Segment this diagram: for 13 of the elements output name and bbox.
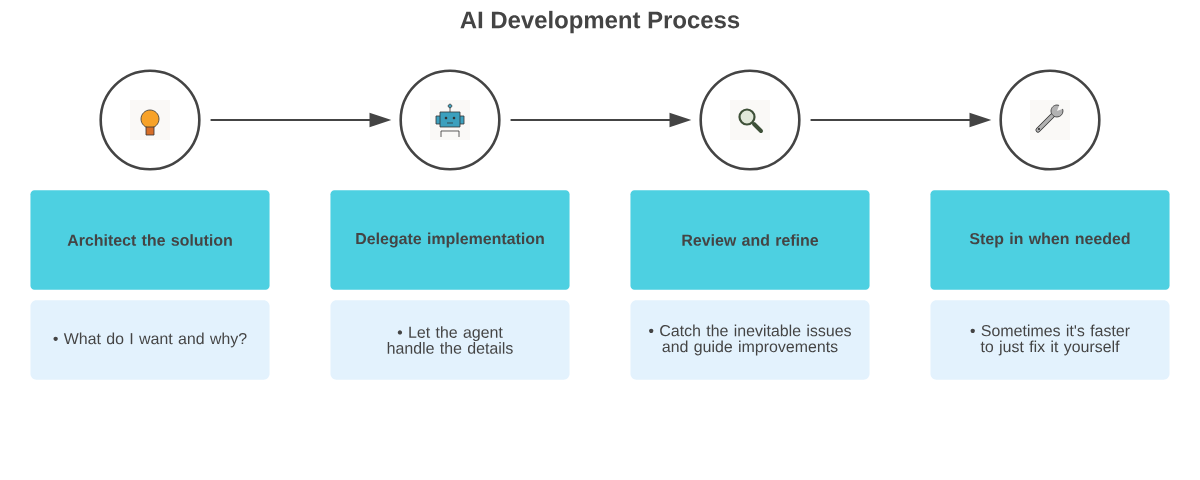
step-box: Review and refine <box>630 190 870 290</box>
step-circle <box>699 69 801 171</box>
description-box: • Sometimes it's faster to just fix it yourself <box>930 300 1170 380</box>
step-circle <box>99 69 201 171</box>
step-circle <box>399 69 501 171</box>
step-box: Architect the solution <box>30 190 270 290</box>
title: AI Development Process <box>460 10 740 34</box>
description-box: • Let the agent handle the details <box>330 300 570 380</box>
step-box: Delegate implementation <box>330 190 570 290</box>
step-box: Step in when needed <box>930 190 1170 290</box>
description-box: • What do I want and why? <box>30 300 270 380</box>
description-box: • Catch the inevitable issues and guide improvements <box>630 300 870 380</box>
step-circle <box>999 69 1101 171</box>
